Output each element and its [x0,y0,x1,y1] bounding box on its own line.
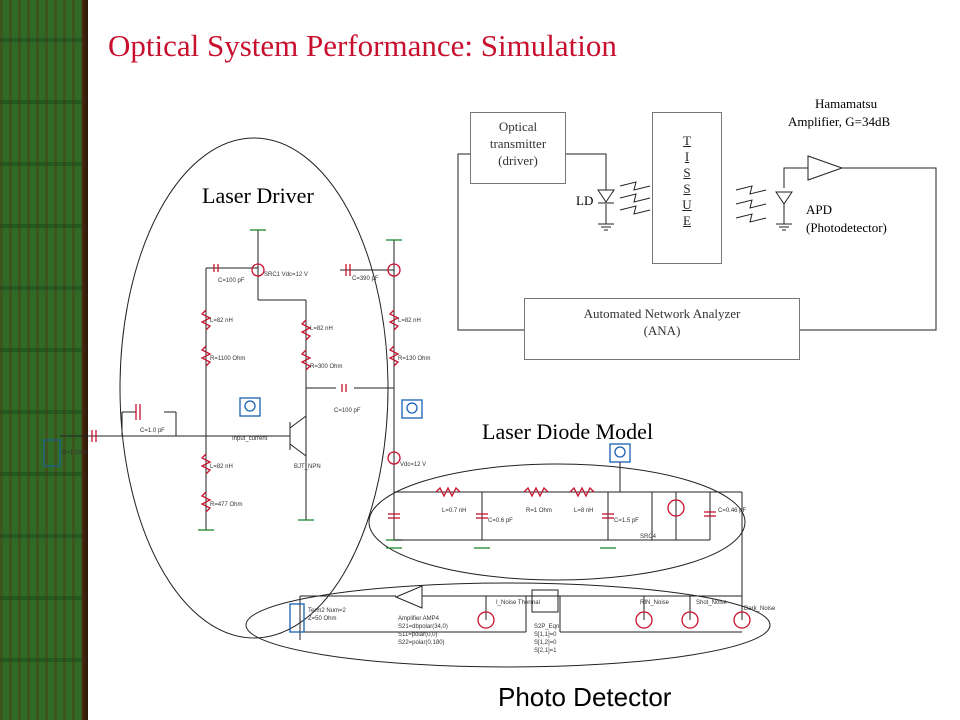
tissue-letter-3: S [683,165,691,180]
apd-label-1: APD [806,202,833,217]
laser-diode-components [388,486,716,519]
svg-text:SRC1 Vdc=12 V: SRC1 Vdc=12 V [264,272,308,278]
laser-diode-icon [597,189,615,204]
svg-text:S11=polar(0,0): S11=polar(0,0) [398,632,437,638]
svg-text:S[2,1]=1: S[2,1]=1 [534,648,557,654]
svg-text:Input_current: Input_current [232,436,268,442]
apd-label-2: (Photodetector) [806,220,887,235]
network-analyzer-box: Automated Network Analyzer (ANA) [524,298,800,360]
slide-title: Optical System Performance: Simulation [108,28,617,63]
tissue-letter-4: S [683,181,691,196]
svg-text:S[1,1]=0: S[1,1]=0 [534,632,557,638]
transmitter-line-1: Optical [498,119,538,134]
svg-text:C=100 pF: C=100 pF [218,278,245,284]
svg-text:Term2 Num=2: Term2 Num=2 [308,608,347,614]
svg-text:S22=polar(0,180): S22=polar(0,180) [398,640,445,646]
block-diagram-wiring [457,153,937,331]
photodiode-icon [775,191,793,205]
ld-ground-icon [598,223,614,231]
ana-line-2: (ANA) [643,323,681,338]
svg-text:Dark_Noise: Dark_Noise [744,606,776,612]
svg-text:S[1,2]=0: S[1,2]=0 [534,640,557,646]
svg-text:RIN_Noise: RIN_Noise [640,600,670,606]
photo-detector-annotations: Term2 Num=2 Z=50 Ohm Amplifier AMP4 S21=… [308,600,776,654]
svg-text:Vdc=12 V: Vdc=12 V [400,462,426,468]
amplifier-label-1: Hamamatsu [815,96,878,111]
current-probe-icon [239,397,631,463]
tissue-letter-5: U [682,197,692,212]
svg-text:L=82 nH: L=82 nH [310,326,333,332]
svg-text:C=1.0 pF: C=1.0 pF [140,428,165,434]
svg-text:C=1.5 pF: C=1.5 pF [614,518,639,524]
svg-text:R=130 Ohm: R=130 Ohm [398,356,431,362]
tissue-letter-2: I [684,149,690,164]
svg-text:Shot_Noise: Shot_Noise [696,600,728,606]
svg-text:Z=50 Ohm: Z=50 Ohm [308,616,337,622]
svg-text:R=477 Ohm: R=477 Ohm [210,502,243,508]
transmitter-line-2: transmitter [489,136,547,151]
svg-text:L=0.7 nH: L=0.7 nH [442,508,467,514]
laser-diode-schematic [394,462,743,600]
amplifier-triangle-icon [807,155,844,181]
laser-diode-model-label: Laser Diode Model [482,419,654,444]
svg-text:C=390 pF: C=390 pF [352,276,379,282]
svg-text:L=82 nH: L=82 nH [210,464,233,470]
photo-detector-ellipse [245,582,771,668]
decorative-side-strip [0,0,88,720]
tissue-letter-6: E [683,213,691,228]
ground-icon [198,229,402,541]
tissue-box: T I S S U E [652,112,722,264]
svg-text:C=0.46 pF: C=0.46 pF [718,508,747,514]
laser-driver-annotations: C=100 pF SRC1 Vdc=12 V L=82 nH R=1100 Oh… [62,272,431,508]
ld-label: LD [576,193,594,208]
svg-text:R=1100 Ohm: R=1100 Ohm [210,356,245,362]
transmitter-line-3: (driver) [498,153,538,168]
svg-text:L=82 nH: L=82 nH [210,318,233,324]
svg-text:SRC4: SRC4 [640,534,657,540]
laser-driver-label: Laser Driver [202,183,314,208]
svg-text:L=8 nH: L=8 nH [574,508,594,514]
amplifier-label-2: Amplifier, G=34dB [788,114,891,129]
photo-detector-sources [289,603,751,633]
svg-text:R=1 Ohm: R=1 Ohm [62,450,88,456]
svg-text:S2P_Eqn: S2P_Eqn [534,624,559,630]
svg-text:R=300 Ohm: R=300 Ohm [310,364,343,370]
photo-detector-label: Photo Detector [498,682,672,712]
svg-text:C=0.6 pF: C=0.6 pF [488,518,513,524]
svg-text:S21=dbpolar(34,0): S21=dbpolar(34,0) [398,624,448,630]
svg-text:C=100 pF: C=100 pF [334,408,361,414]
svg-text:L=82 nH: L=82 nH [398,318,421,324]
svg-text:R=1 Ohm: R=1 Ohm [526,508,552,514]
laser-driver-components [91,263,401,513]
laser-driver-ellipse [119,137,389,639]
svg-text:BJT_NPN: BJT_NPN [294,464,321,470]
tissue-letter-1: T [683,133,691,148]
apd-ground-icon [776,223,792,231]
optical-transmitter-box: Optical transmitter (driver) [470,112,566,184]
svg-text:Amplifier AMP4: Amplifier AMP4 [398,616,440,622]
laser-diode-ellipse [368,463,746,581]
ana-line-1: Automated Network Analyzer [583,306,741,321]
photo-detector-schematic [299,589,743,640]
amplifier-symbol [394,585,423,609]
light-arrows-icon [619,181,767,223]
laser-diode-annotations: L=0.7 nH C=0.6 pF R=1 Ohm L=8 nH C=1.5 p… [442,508,747,540]
svg-text:I_Noise Thermal: I_Noise Thermal [496,600,540,606]
laser-driver-schematic [43,230,395,540]
